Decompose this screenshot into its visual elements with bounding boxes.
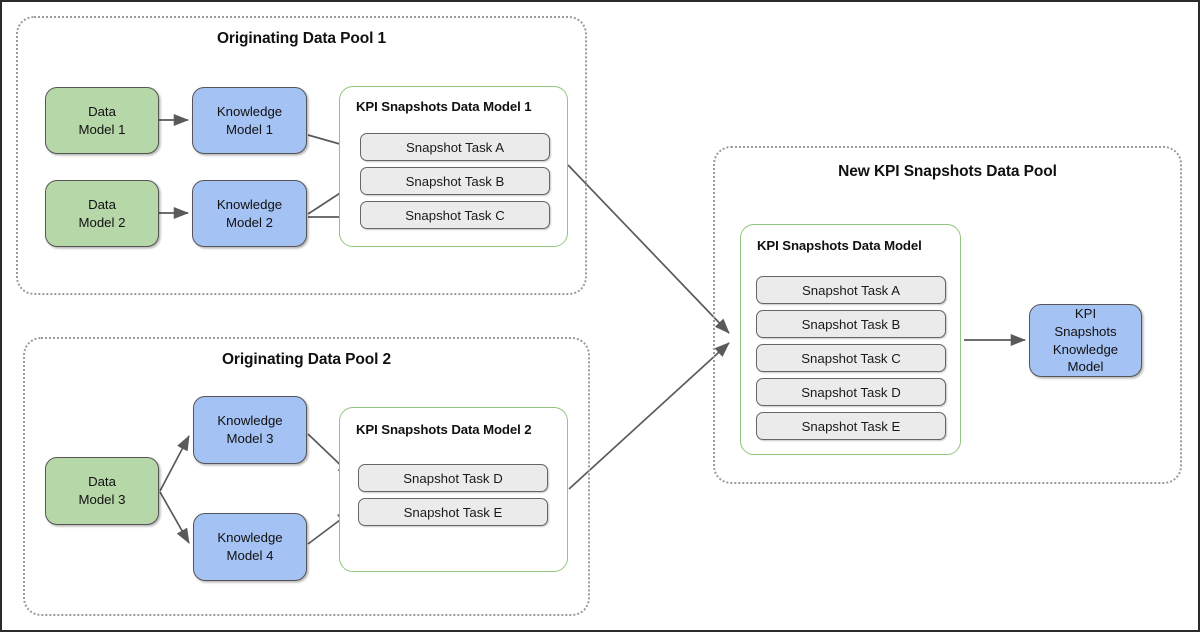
node-knowledge-model-2-label: Knowledge Model 2	[216, 196, 283, 230]
task-label: Snapshot Task D	[801, 384, 901, 400]
task-label: Snapshot Task B	[801, 316, 901, 332]
task-snapshot-task-c-pool1[interactable]: Snapshot Task C	[360, 201, 550, 229]
task-label: Snapshot Task A	[802, 282, 900, 298]
task-label: Snapshot Task E	[801, 418, 901, 434]
node-data-model-2-label: Data Model 2	[78, 196, 126, 230]
task-label: Snapshot Task B	[405, 173, 505, 189]
node-knowledge-model-1-label: Knowledge Model 1	[216, 103, 283, 137]
task-snapshot-task-e-newpool[interactable]: Snapshot Task E	[756, 412, 946, 440]
pool-originating-data-pool-1: Originating Data Pool 1	[16, 16, 587, 295]
node-kpi-snapshots-knowledge-model-label: KPI Snapshots Knowledge Model	[1052, 305, 1119, 375]
pool-new-kpi-snapshots-data-pool: New KPI Snapshots Data Pool	[713, 146, 1182, 484]
task-snapshot-task-e-pool2[interactable]: Snapshot Task E	[358, 498, 548, 526]
task-snapshot-task-a-newpool[interactable]: Snapshot Task A	[756, 276, 946, 304]
task-snapshot-task-a-pool1[interactable]: Snapshot Task A	[360, 133, 550, 161]
model-container-kpi-snapshots-data-model: KPI Snapshots Data Model Snapshot Task A…	[740, 224, 961, 455]
node-knowledge-model-4[interactable]: Knowledge Model 4	[193, 513, 307, 581]
node-kpi-snapshots-knowledge-model[interactable]: KPI Snapshots Knowledge Model	[1029, 304, 1142, 377]
task-label: Snapshot Task C	[405, 207, 505, 223]
task-label: Snapshot Task E	[403, 504, 503, 520]
model-container-2-title: KPI Snapshots Data Model 2	[356, 422, 532, 437]
pool2-title: Originating Data Pool 2	[221, 351, 392, 368]
node-data-model-3-label: Data Model 3	[78, 474, 126, 507]
task-snapshot-task-d-newpool[interactable]: Snapshot Task D	[756, 378, 946, 406]
node-data-model-1[interactable]: Data Model 1	[45, 87, 159, 154]
task-label: Snapshot Task A	[406, 139, 504, 155]
model-container-kpi-snapshots-data-model-2: KPI Snapshots Data Model 2 Snapshot Task…	[339, 407, 568, 572]
node-knowledge-model-4-label: Knowledge Model 4	[217, 530, 283, 563]
pool3-title: New KPI Snapshots Data Pool	[838, 163, 1057, 180]
pool1-title: Originating Data Pool 1	[216, 30, 387, 47]
model-container-3-title: KPI Snapshots Data Model	[757, 238, 922, 253]
node-knowledge-model-1[interactable]: Knowledge Model 1	[192, 87, 307, 154]
node-knowledge-model-3[interactable]: Knowledge Model 3	[193, 396, 307, 464]
node-knowledge-model-2[interactable]: Knowledge Model 2	[192, 180, 307, 247]
task-snapshot-task-d-pool2[interactable]: Snapshot Task D	[358, 464, 548, 492]
task-snapshot-task-b-pool1[interactable]: Snapshot Task B	[360, 167, 550, 195]
task-label: Snapshot Task D	[403, 470, 503, 486]
node-data-model-3[interactable]: Data Model 3	[45, 457, 159, 525]
task-snapshot-task-b-newpool[interactable]: Snapshot Task B	[756, 310, 946, 338]
pool-originating-data-pool-2: Originating Data Pool 2	[23, 337, 590, 616]
task-label: Snapshot Task C	[801, 350, 901, 366]
model-container-kpi-snapshots-data-model-1: KPI Snapshots Data Model 1 Snapshot Task…	[339, 86, 568, 247]
edge-model2-newpool	[568, 342, 730, 490]
node-data-model-2[interactable]: Data Model 2	[45, 180, 159, 247]
model-container-1-title: KPI Snapshots Data Model 1	[356, 99, 532, 114]
node-knowledge-model-3-label: Knowledge Model 3	[217, 413, 283, 446]
node-data-model-1-label: Data Model 1	[78, 103, 126, 137]
task-snapshot-task-c-newpool[interactable]: Snapshot Task C	[756, 344, 946, 372]
edge-model1-newpool	[567, 164, 730, 334]
